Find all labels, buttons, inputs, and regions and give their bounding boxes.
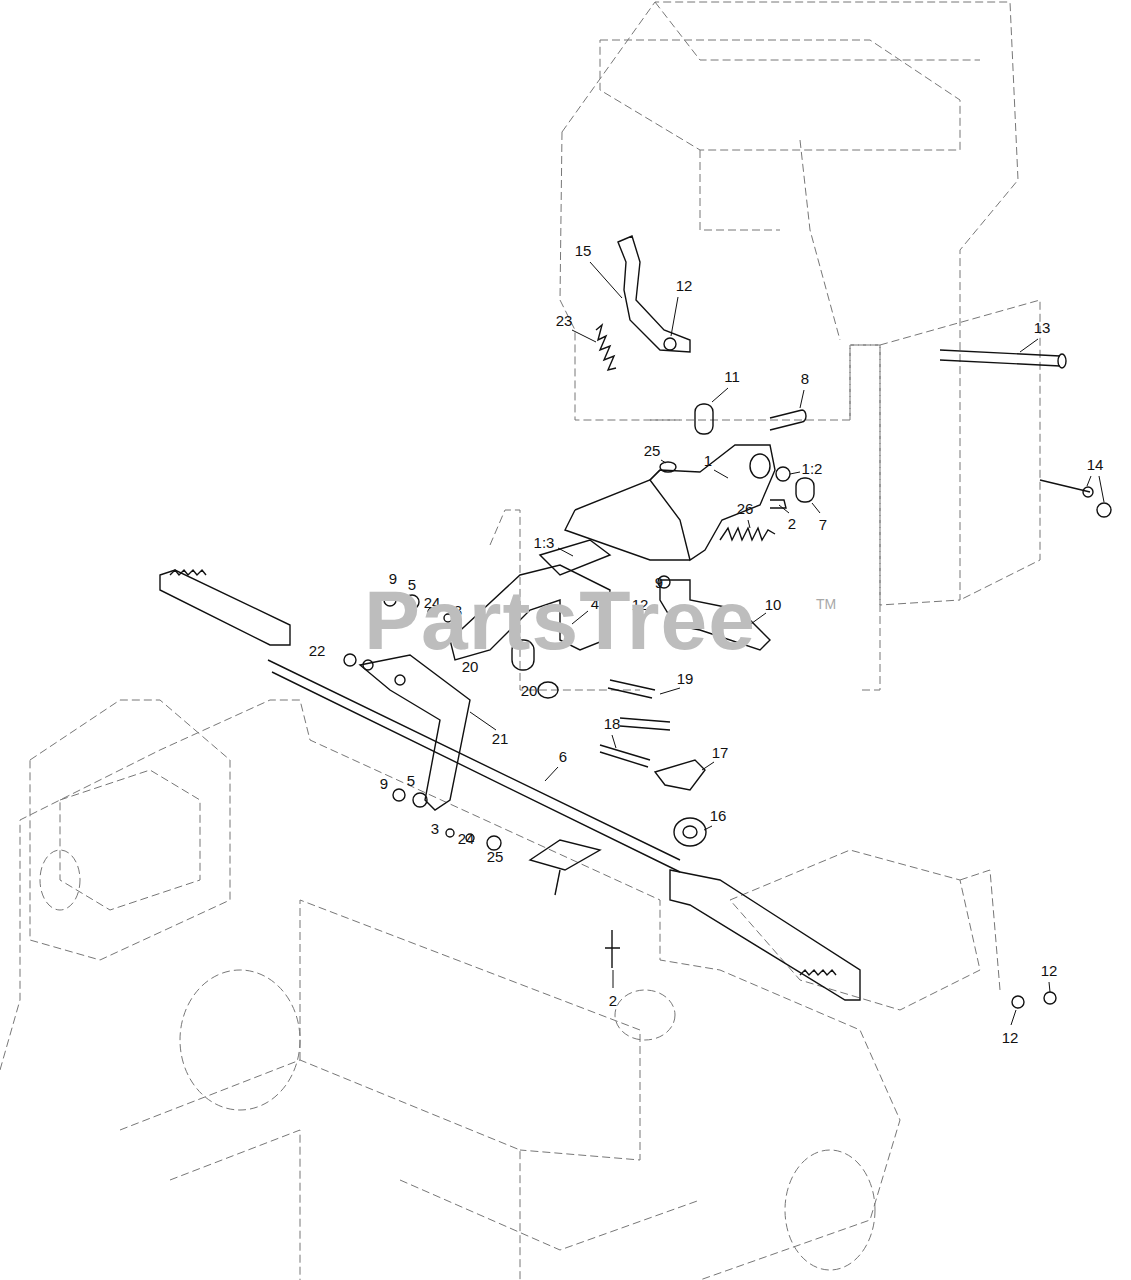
callout-number: 19 <box>677 671 694 686</box>
callout-number: 17 <box>712 745 729 760</box>
callout-number: 3 <box>431 821 439 836</box>
callout-number: 12 <box>1002 1030 1019 1045</box>
callout-number: 1:3 <box>534 535 555 550</box>
callout-number: 10 <box>765 597 782 612</box>
callout-number: 7 <box>819 517 827 532</box>
callout-number: 25 <box>644 443 661 458</box>
callout-number: 25 <box>487 849 504 864</box>
callout-number: 12 <box>676 278 693 293</box>
callout-number: 13 <box>1034 320 1051 335</box>
callout-number: 23 <box>556 313 573 328</box>
callout-number: 1 <box>704 453 712 468</box>
callout-number: 26 <box>737 501 754 516</box>
callout-number: 14 <box>1087 457 1104 472</box>
callout-number: 8 <box>801 371 809 386</box>
callout-number: 2 <box>788 516 796 531</box>
callout-number: 24 <box>458 831 475 846</box>
callout-number: 18 <box>604 716 621 731</box>
callout-number: 11 <box>724 369 740 384</box>
callout-number: 1:2 <box>802 461 823 476</box>
callout-number: 20 <box>521 683 538 698</box>
callout-number: 12 <box>1041 963 1058 978</box>
callout-number: 2 <box>609 993 617 1008</box>
trademark-mark: TM <box>816 597 836 611</box>
callout-number: 5 <box>407 773 415 788</box>
watermark: PartsTree <box>364 578 756 662</box>
callout-number: 21 <box>492 731 509 746</box>
callout-number: 6 <box>559 749 567 764</box>
callout-number: 15 <box>575 243 592 258</box>
callout-number: 9 <box>380 776 388 791</box>
callout-number: 22 <box>309 643 326 658</box>
callout-number: 16 <box>710 808 727 823</box>
